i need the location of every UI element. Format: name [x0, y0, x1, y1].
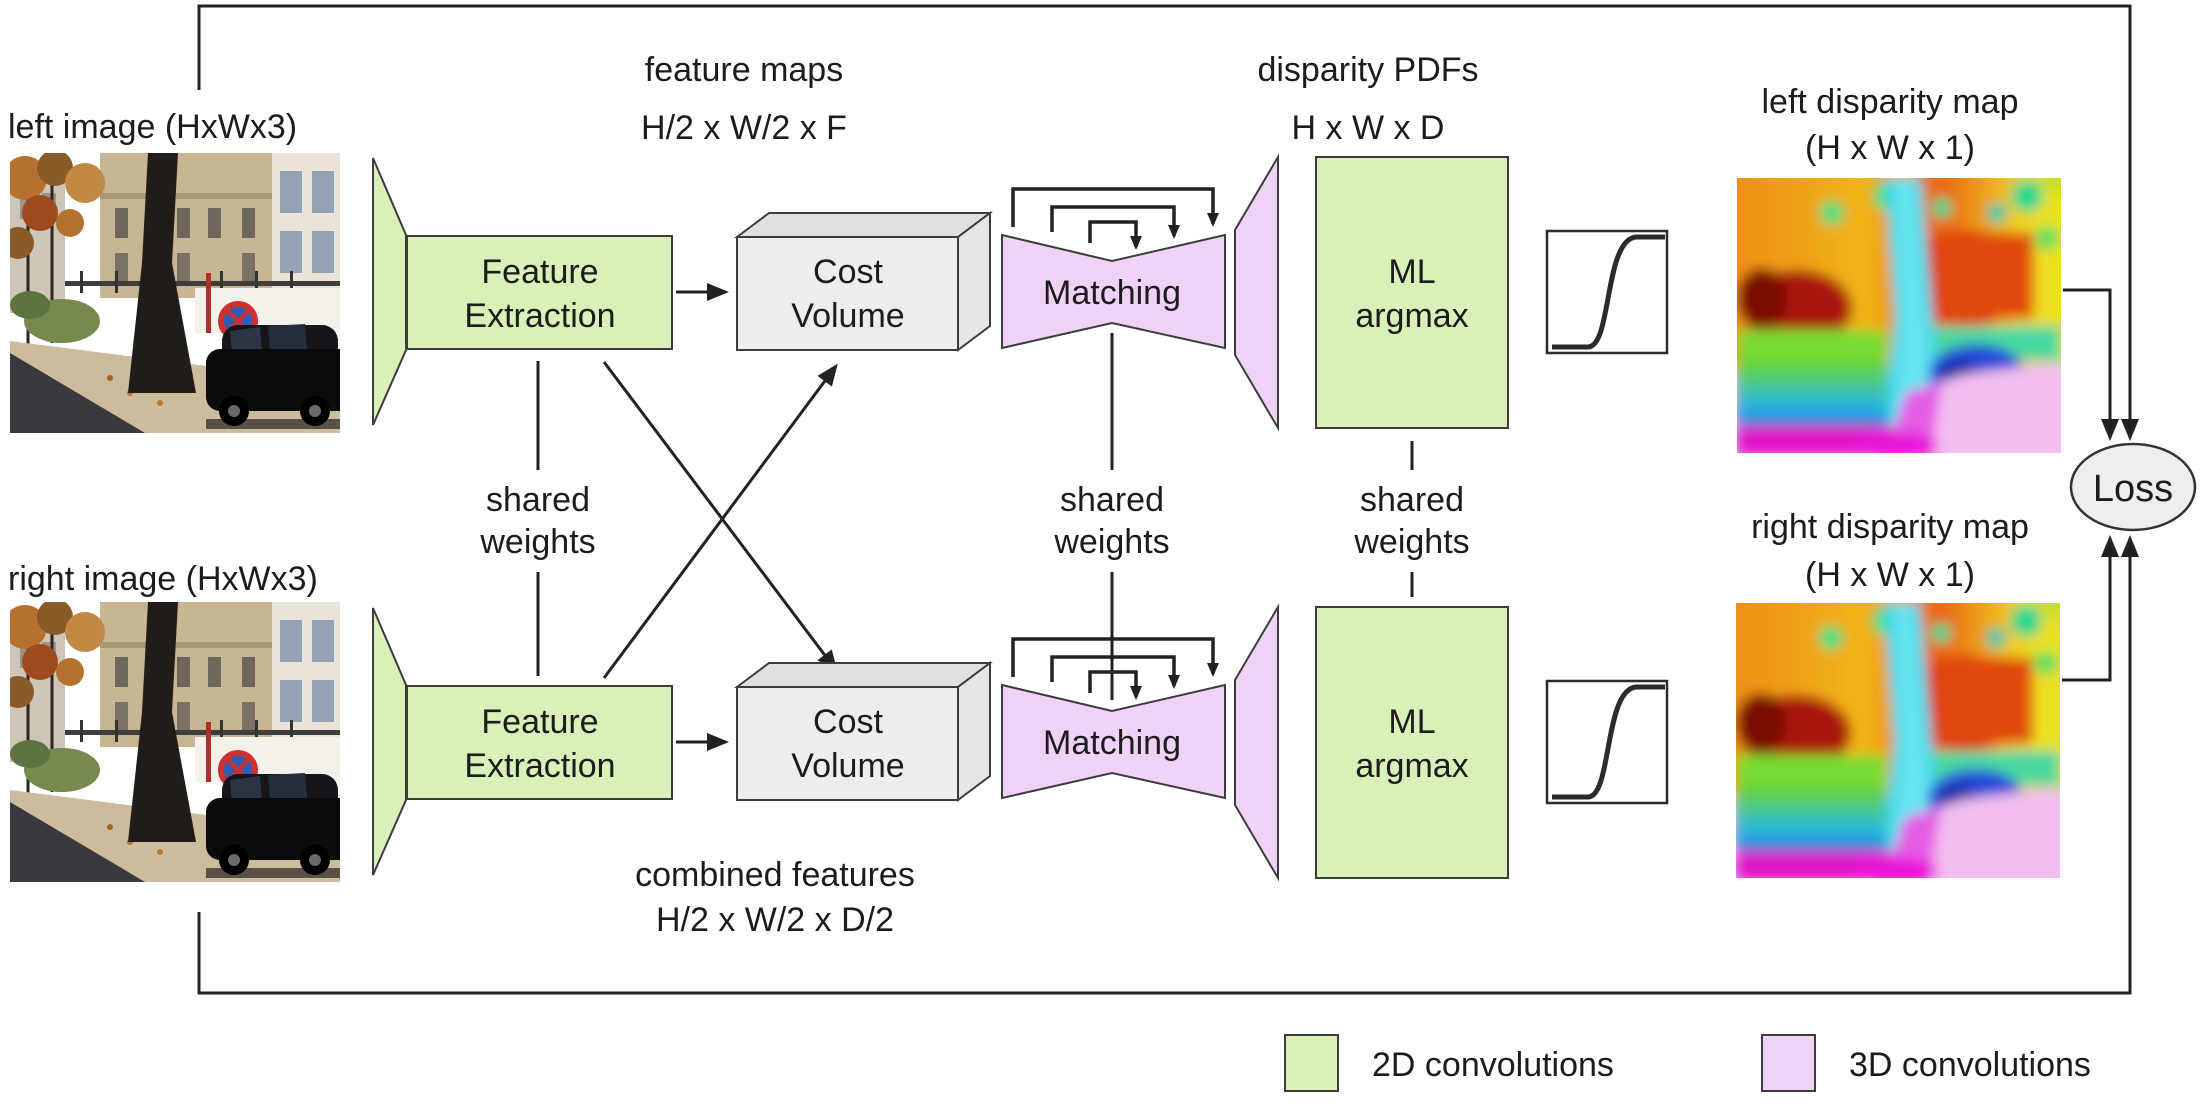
- right-image-label: right image (HxWx3): [8, 560, 318, 598]
- left-disparity-line2: (H x W x 1): [1805, 129, 1975, 167]
- right-disparity-line2: (H x W x 1): [1805, 556, 1975, 594]
- matching-module-top: Matching: [1001, 233, 1226, 350]
- feature-maps-line1: feature maps: [645, 51, 843, 89]
- legend-2d-swatch: [1284, 1034, 1339, 1092]
- loop-wire-top: [197, 4, 2139, 441]
- cost-volume-label-line1: Cost: [813, 253, 883, 291]
- shared-weights-label-line1: shared: [486, 481, 590, 519]
- soft-argmax-plot-bottom: [1545, 679, 1669, 805]
- right-disparity-to-loss-wire: [2062, 535, 2119, 682]
- cost-volume-box-top: Cost Volume: [734, 211, 993, 352]
- feature-extraction-box-bottom: Feature Extraction: [406, 685, 673, 800]
- left-image-photo: [2, 150, 356, 433]
- left-disparity-to-loss-wire: [2063, 288, 2119, 441]
- loop-wire-bottom: [197, 535, 2139, 995]
- output-wedge-bottom: [1234, 603, 1279, 882]
- left-image-label: left image (HxWx3): [8, 108, 297, 146]
- skip-connection-arrows-top: [1011, 187, 1219, 250]
- combined-features-line1: combined features: [635, 856, 915, 894]
- legend-3d-swatch: [1761, 1034, 1816, 1092]
- combined-features-annotation: combined features H/2 x W/2 x D/2: [635, 856, 915, 939]
- shared-weights-label-line1: shared: [1360, 481, 1464, 519]
- feature-extraction-box-top: Feature Extraction: [406, 235, 673, 350]
- shared-weights-mlargmax: shared weights: [1353, 441, 1470, 597]
- left-disparity-map: [1727, 168, 2071, 460]
- shared-weights-matching: shared weights: [1053, 333, 1170, 700]
- cost-volume-label-line1: Cost: [813, 703, 883, 741]
- ml-argmax-label-line1: ML: [1388, 703, 1435, 741]
- ml-argmax-box-top: ML argmax: [1315, 156, 1509, 429]
- feature-extraction-label-line1: Feature: [481, 253, 598, 291]
- ml-argmax-label-line2: argmax: [1355, 297, 1468, 335]
- cross-arrow-bottom-to-top: [602, 363, 838, 679]
- ml-argmax-label-line2: argmax: [1355, 747, 1468, 785]
- matching-label: Matching: [1043, 724, 1181, 762]
- cost-volume-label-line2: Volume: [791, 747, 904, 785]
- shared-weights-fe: shared weights: [479, 361, 596, 676]
- soft-argmax-plot-top: [1545, 229, 1669, 355]
- loss-label: Loss: [2093, 468, 2173, 510]
- left-disparity-line1: left disparity map: [1762, 83, 2019, 121]
- shared-weights-label-line2: weights: [1053, 523, 1169, 561]
- cross-arrow-top-to-bottom: [602, 361, 838, 673]
- output-wedge-top: [1234, 153, 1279, 432]
- cost-volume-label-line2: Volume: [791, 297, 904, 335]
- disparity-pdfs-line2: H x W x D: [1292, 109, 1445, 147]
- matching-module-bottom: Matching: [1001, 683, 1226, 800]
- disparity-pdfs-annotation: disparity PDFs H x W x D: [1257, 51, 1478, 147]
- feature-extraction-label-line2: Extraction: [464, 297, 615, 335]
- ml-argmax-label-line1: ML: [1388, 253, 1435, 291]
- feature-extraction-label-line1: Feature: [481, 703, 598, 741]
- legend-2d-label: 2D convolutions: [1372, 1046, 1614, 1084]
- input-funnel-top: [372, 157, 407, 426]
- ml-argmax-box-bottom: ML argmax: [1315, 606, 1509, 879]
- shared-weights-label-line2: weights: [1353, 523, 1469, 561]
- input-funnel-bottom: [372, 607, 407, 876]
- matching-label: Matching: [1043, 274, 1181, 312]
- left-disparity-annotation: left disparity map (H x W x 1): [1762, 83, 2019, 167]
- disparity-pdfs-line1: disparity PDFs: [1257, 51, 1478, 89]
- right-disparity-annotation: right disparity map (H x W x 1): [1751, 508, 2029, 594]
- legend-3d-label: 3D convolutions: [1849, 1046, 2091, 1084]
- combined-features-line2: H/2 x W/2 x D/2: [656, 901, 894, 939]
- feature-maps-line2: H/2 x W/2 x F: [641, 109, 847, 147]
- right-disparity-line1: right disparity map: [1751, 508, 2029, 546]
- right-image-photo: [2, 599, 356, 882]
- cost-volume-box-bottom: Cost Volume: [734, 661, 993, 802]
- right-disparity-map: [1726, 593, 2070, 885]
- loss-node: Loss: [2069, 442, 2197, 532]
- shared-weights-label-line1: shared: [1060, 481, 1164, 519]
- shared-weights-label-line2: weights: [479, 523, 595, 561]
- feature-maps-annotation: feature maps H/2 x W/2 x F: [641, 51, 847, 147]
- feature-extraction-label-line2: Extraction: [464, 747, 615, 785]
- legend: 2D convolutions 3D convolutions: [1284, 1034, 2091, 1092]
